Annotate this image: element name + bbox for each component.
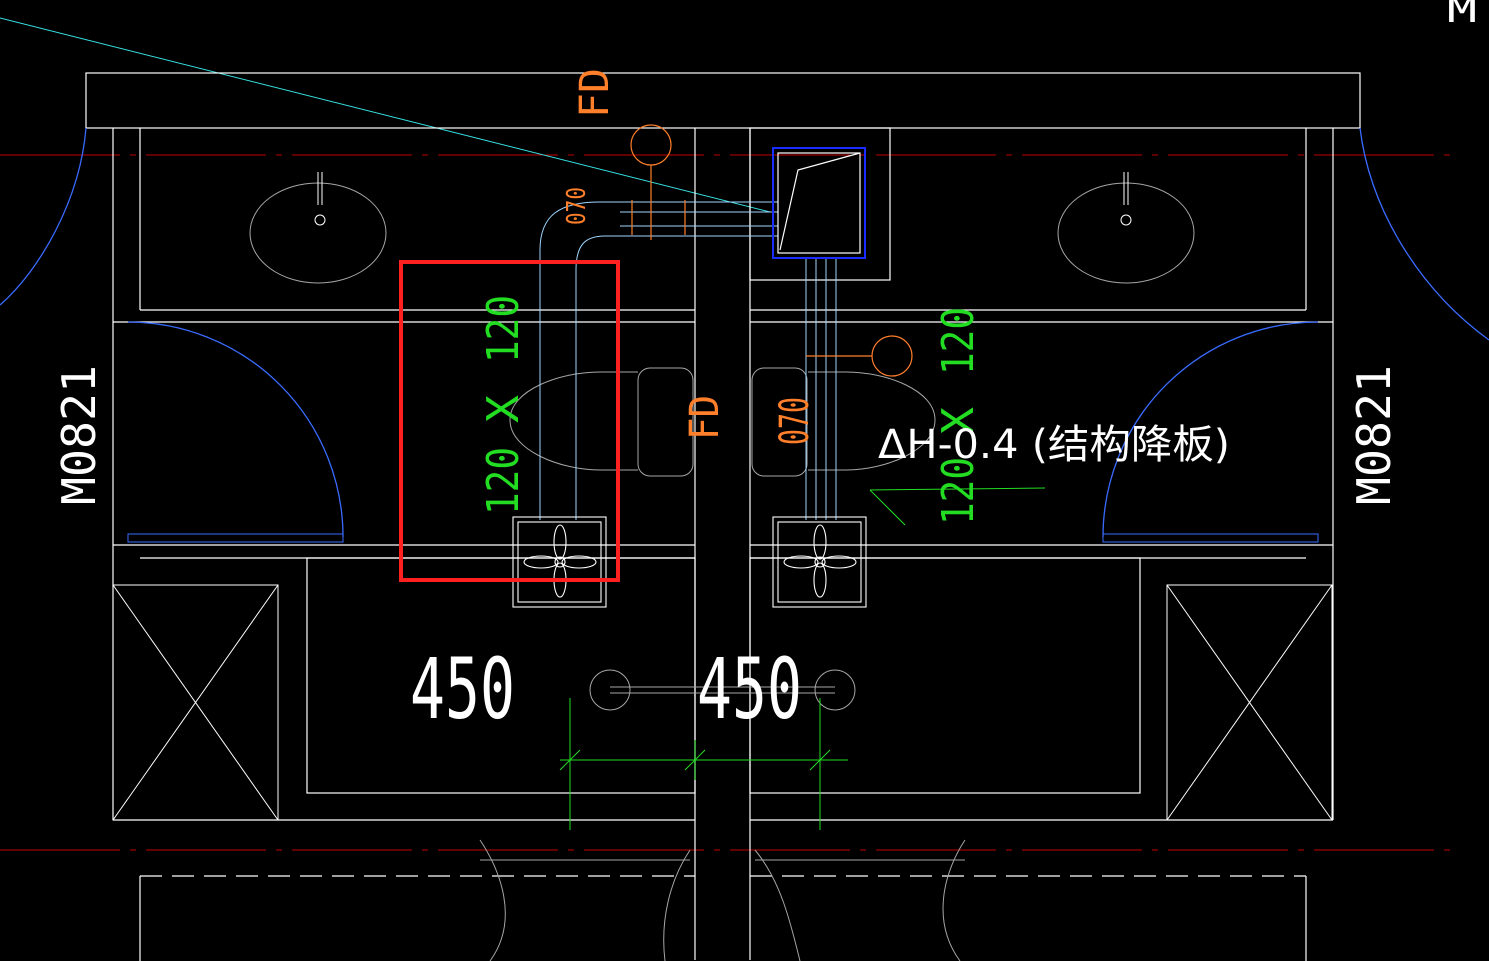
dimension-lines: [559, 487, 1046, 830]
duct-size-left-a: 120: [478, 447, 529, 515]
dimension-450-right: 450: [697, 640, 802, 738]
corner-mark: M: [1447, 0, 1477, 31]
fixtures: [249, 172, 1195, 961]
duct-size-left: 120 X 120: [478, 295, 529, 515]
riser-shaft-icon: [772, 147, 866, 259]
dimension-450-left: 450: [410, 640, 515, 738]
fire-damper-icon: [630, 124, 913, 377]
door-tag-left: M0821: [52, 365, 106, 505]
duct-size-right-a: 120: [933, 457, 984, 525]
pipe-diameter-mid: 070: [772, 397, 818, 445]
door-tag-right: M0821: [1347, 365, 1401, 505]
duct-size-right-b: 120: [933, 307, 984, 375]
door-swings: [0, 127, 1489, 543]
fire-damper-label-mid: FD: [682, 395, 728, 440]
fan-icon: [772, 516, 867, 608]
duct-size-left-b: 120: [478, 295, 529, 363]
leader-line: [0, 17, 771, 213]
duct-size-right-x: X: [933, 406, 984, 435]
highlight-box[interactable]: [399, 260, 620, 582]
pipe-diameter-top: 070: [562, 187, 592, 225]
axis-lines: [0, 154, 1450, 851]
duct-size-left-x: X: [478, 394, 529, 423]
fire-damper-label-top: FD: [572, 68, 618, 118]
shower-boxes: [112, 584, 1333, 821]
slab-drop-note: ΔH-0.4 (结构降板): [878, 422, 1230, 468]
fan-icon: [512, 516, 607, 608]
duct-size-right: 120 X 120: [933, 307, 984, 525]
